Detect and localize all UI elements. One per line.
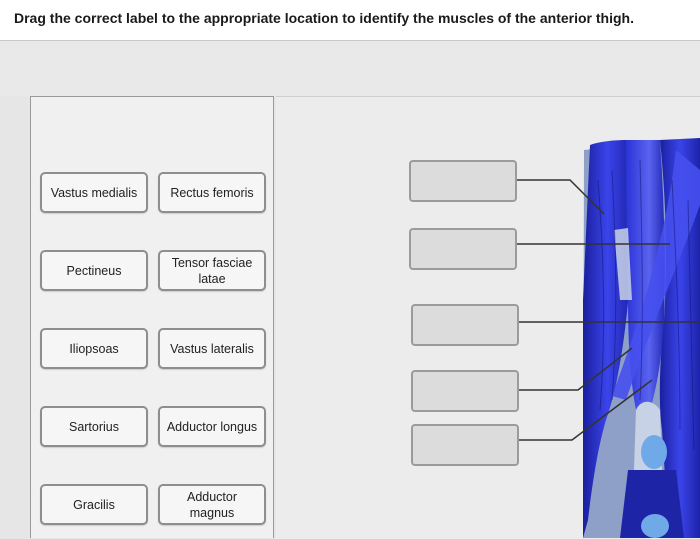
label-rectus-femoris[interactable]: Rectus femoris bbox=[158, 172, 266, 213]
workspace-top-band bbox=[0, 41, 700, 96]
strap-muscle-shape bbox=[612, 150, 700, 400]
label-pectineus[interactable]: Pectineus bbox=[40, 250, 148, 291]
tibial-tuberosity-shape bbox=[641, 514, 669, 538]
drop-zone-4[interactable] bbox=[411, 370, 519, 412]
question-text: Drag the correct label to the appropriat… bbox=[14, 10, 634, 26]
label-gracilis[interactable]: Gracilis bbox=[40, 484, 148, 525]
label-bank: Vastus medialis Rectus femoris Pectineus… bbox=[30, 96, 274, 538]
label-tensor-fasciae-latae[interactable]: Tensor fasciae latae bbox=[158, 250, 266, 291]
label-iliopsoas[interactable]: Iliopsoas bbox=[40, 328, 148, 369]
patella-shape bbox=[641, 435, 667, 469]
label-sartorius[interactable]: Sartorius bbox=[40, 406, 148, 447]
drop-zone-5[interactable] bbox=[411, 424, 519, 466]
drop-zone-3[interactable] bbox=[411, 304, 519, 346]
drop-zone-1[interactable] bbox=[409, 160, 517, 202]
tendon-shape bbox=[614, 228, 632, 300]
label-vastus-medialis[interactable]: Vastus medialis bbox=[40, 172, 148, 213]
label-vastus-lateralis[interactable]: Vastus lateralis bbox=[158, 328, 266, 369]
label-adductor-magnus[interactable]: Adductor magnus bbox=[158, 484, 266, 525]
lower-leg-shape bbox=[620, 470, 684, 538]
label-adductor-longus[interactable]: Adductor longus bbox=[158, 406, 266, 447]
drop-zone-2[interactable] bbox=[409, 228, 517, 270]
question-header: Drag the correct label to the appropriat… bbox=[0, 0, 700, 41]
leader-lines bbox=[516, 179, 700, 441]
